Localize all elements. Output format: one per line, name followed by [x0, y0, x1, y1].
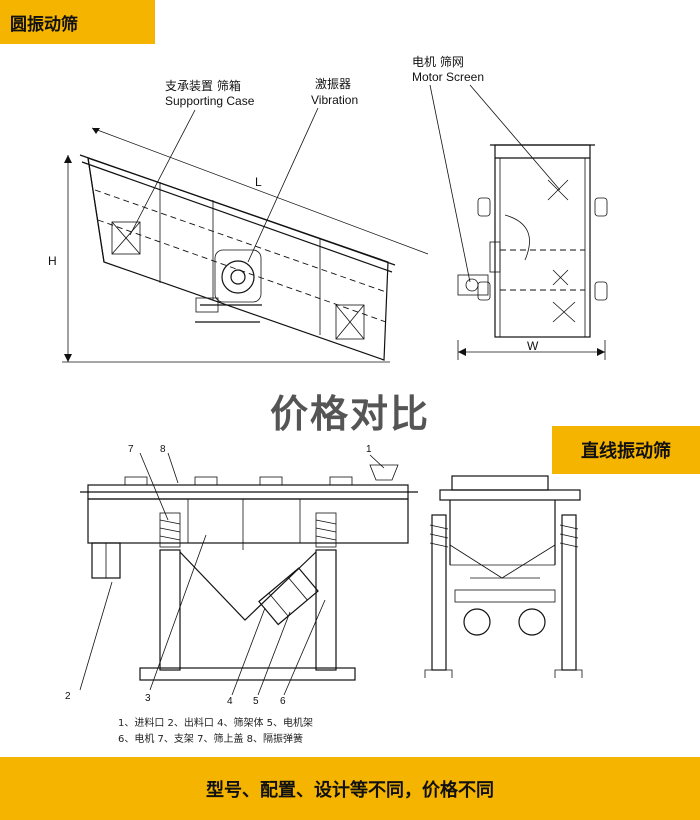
callout-7: 7 — [128, 444, 134, 455]
dim-label-L: L — [255, 175, 262, 189]
footer-text: 型号、配置、设计等不同，价格不同 — [206, 779, 494, 801]
dim-label-W: W — [527, 339, 539, 353]
label-support-cn: 支承装置 筛箱 — [165, 78, 241, 93]
section-tag-circular-screen: 圆振动筛 — [0, 0, 155, 44]
circular-screen-end-view — [429, 84, 608, 360]
label-support-en: Supporting Case — [165, 94, 255, 108]
legend-row-2: 6、电机 7、支架 7、筛上盖 8、隔振弹簧 — [118, 732, 303, 745]
callout-5: 5 — [253, 696, 259, 707]
legend-row-1: 1、进料口 2、出料口 4、筛架体 5、电机架 — [118, 716, 313, 729]
callout-2: 2 — [65, 691, 71, 702]
section-tag-linear-screen: 直线振动筛 — [552, 426, 700, 474]
page-title: 价格对比 — [269, 392, 430, 436]
label-motor-en: Motor Screen — [412, 70, 484, 84]
callout-3: 3 — [145, 693, 151, 704]
callout-6: 6 — [280, 696, 286, 707]
callout-8: 8 — [160, 444, 166, 455]
label-vibration-en: Vibration — [311, 93, 358, 107]
circular-screen-side-view — [62, 107, 429, 363]
label-vibration-cn: 激振器 — [315, 77, 351, 91]
callout-1: 1 — [366, 444, 372, 455]
linear-screen-side-view — [79, 452, 418, 696]
callout-4: 4 — [227, 696, 233, 707]
dim-label-H: H — [48, 254, 57, 268]
label-motor-cn: 电机 筛网 — [412, 54, 464, 69]
linear-screen-end-view — [424, 475, 583, 678]
footer-banner: 型号、配置、设计等不同，价格不同 — [0, 757, 700, 820]
